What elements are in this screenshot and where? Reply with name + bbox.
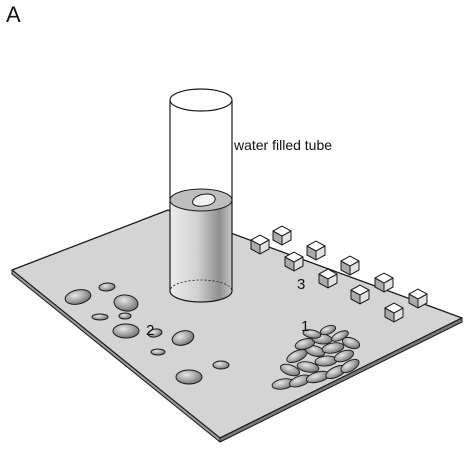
board-right-edge bbox=[219, 317, 463, 443]
cube-top-face bbox=[306, 240, 326, 252]
submerged-stone bbox=[192, 193, 216, 207]
stone bbox=[175, 369, 203, 385]
stone bbox=[171, 330, 195, 346]
cube-top-face bbox=[250, 234, 270, 246]
pebble bbox=[331, 330, 349, 342]
group-label-1: 1 bbox=[301, 318, 310, 335]
cube-top-face bbox=[284, 251, 304, 263]
cube-top-face bbox=[374, 272, 394, 284]
cube bbox=[318, 268, 338, 289]
stone-group-2 bbox=[64, 282, 230, 385]
cube bbox=[408, 288, 428, 309]
stone bbox=[112, 323, 140, 339]
pebble bbox=[302, 329, 322, 339]
cube-top-face bbox=[408, 288, 428, 300]
cube bbox=[284, 251, 304, 272]
board bbox=[11, 209, 463, 443]
cube bbox=[374, 272, 394, 293]
cube bbox=[306, 240, 326, 261]
stone bbox=[64, 289, 92, 305]
pebble bbox=[321, 342, 345, 354]
cube bbox=[250, 234, 270, 255]
cube-top-face bbox=[340, 255, 360, 267]
cube-top-face bbox=[384, 302, 404, 314]
stone bbox=[113, 294, 139, 312]
stone bbox=[98, 282, 116, 292]
pebble bbox=[341, 336, 361, 350]
pebble bbox=[340, 358, 360, 374]
cube-group-3 bbox=[250, 225, 428, 323]
pebble bbox=[296, 361, 320, 373]
pebble-pile-1 bbox=[271, 324, 361, 390]
stone bbox=[118, 312, 132, 320]
pebble bbox=[279, 363, 301, 377]
cube bbox=[350, 284, 370, 305]
cube-top-face bbox=[350, 284, 370, 296]
pebble bbox=[319, 324, 337, 336]
stone bbox=[212, 360, 230, 370]
stone bbox=[147, 328, 163, 338]
cube bbox=[340, 255, 360, 276]
group-label-2: 2 bbox=[146, 322, 155, 339]
stone bbox=[91, 313, 109, 321]
tube-top-rim bbox=[169, 88, 233, 112]
water-tube bbox=[169, 88, 233, 303]
tube-base-front bbox=[169, 290, 233, 303]
group-label-3: 3 bbox=[297, 276, 306, 293]
cube-top-face bbox=[318, 268, 338, 280]
tube-label: water filled tube bbox=[233, 137, 333, 153]
cube bbox=[384, 302, 404, 323]
stone bbox=[150, 348, 166, 356]
panel-letter: A bbox=[6, 2, 21, 27]
pebble bbox=[333, 349, 355, 363]
tube-water-column bbox=[170, 200, 232, 302]
cube bbox=[272, 225, 292, 246]
cube-top-face bbox=[272, 225, 292, 237]
